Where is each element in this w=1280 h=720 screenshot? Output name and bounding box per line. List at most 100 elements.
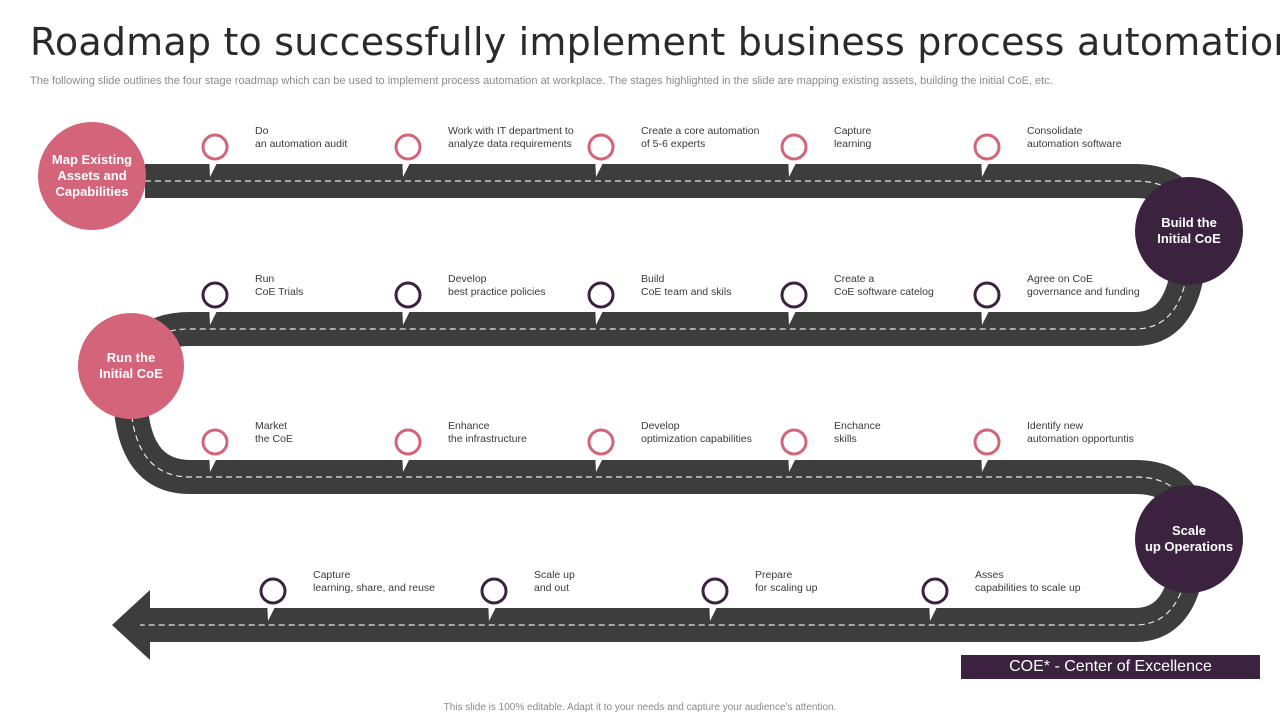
marker-pointer	[402, 303, 414, 325]
step-label-line1: Identify new	[1027, 420, 1084, 432]
step-label-line2: CoE team and skils	[641, 286, 732, 298]
step-label-line2: the infrastructure	[448, 433, 527, 445]
step-marker-pin	[394, 133, 422, 177]
stage-label-line: Capabilities	[55, 184, 129, 199]
step-label-line1: Prepare	[755, 569, 793, 581]
step-marker-pin	[587, 428, 615, 472]
marker-pointer	[981, 303, 993, 325]
step-marker-pin	[394, 281, 422, 325]
marker-pointer	[209, 450, 221, 472]
marker-pointer	[402, 450, 414, 472]
step-marker-pin	[480, 577, 508, 621]
marker-ring	[701, 577, 729, 605]
marker-ring	[780, 281, 808, 309]
marker-pointer	[709, 599, 721, 621]
marker-ring	[259, 577, 287, 605]
step-label-line2: analyze data requirements	[448, 138, 572, 150]
marker-pointer	[595, 303, 607, 325]
step-marker-pin	[921, 577, 949, 621]
marker-ring	[921, 577, 949, 605]
marker-pointer	[981, 450, 993, 472]
marker-pointer	[488, 599, 500, 621]
stage-label-line: Map Existing	[51, 152, 133, 167]
stage-label-line: Initial CoE	[1157, 231, 1221, 246]
step-marker-pin	[201, 428, 229, 472]
marker-ring	[394, 281, 422, 309]
step-label-line1: Market	[255, 420, 288, 432]
step-label-line1: Run	[255, 273, 275, 285]
marker-pointer	[267, 599, 279, 621]
step-label-line1: Scale up	[534, 569, 575, 581]
step-label-line1: Develop	[641, 420, 680, 432]
step-label-line1: Build	[641, 273, 665, 285]
marker-ring	[973, 281, 1001, 309]
step-label-line1: Create a core automation	[641, 125, 760, 137]
step-label-line1: Capture	[313, 569, 351, 581]
marker-ring	[587, 281, 615, 309]
step-label-line2: governance and funding	[1027, 286, 1140, 298]
step-marker-pin	[201, 281, 229, 325]
step-label-line2: an automation audit	[255, 138, 348, 150]
marker-ring	[780, 428, 808, 456]
step-label-line2: CoE software catelog	[834, 286, 934, 298]
page-title: Roadmap to successfully implement busine…	[30, 20, 1280, 64]
road-dashed-centerline	[129, 180, 1191, 626]
step-label-line2: and out	[534, 582, 570, 594]
road-segment	[113, 164, 1207, 642]
marker-pointer	[595, 155, 607, 177]
step-label-line1: Work with IT department to	[448, 125, 574, 137]
step-label-line1: Agree on CoE	[1027, 273, 1093, 285]
marker-pointer	[595, 450, 607, 472]
step-marker-pin	[973, 281, 1001, 325]
step-marker-pin	[780, 133, 808, 177]
stage-label-line: Initial CoE	[99, 366, 163, 381]
step-label-line2: the CoE	[255, 433, 293, 445]
coe-legend: COE* - Center of Excellence	[961, 655, 1260, 679]
step-label-line1: Asses	[975, 569, 1004, 581]
marker-pointer	[209, 303, 221, 325]
stage-label-line: Assets and	[57, 168, 127, 183]
step-label-line2: CoE Trials	[255, 286, 304, 298]
step-marker-pin	[587, 281, 615, 325]
marker-ring	[394, 133, 422, 161]
step-label-line2: of 5-6 experts	[641, 138, 706, 150]
step-label-line1: Do	[255, 125, 269, 137]
marker-pointer	[788, 155, 800, 177]
step-label-line2: skills	[834, 433, 857, 445]
marker-ring	[480, 577, 508, 605]
step-label-line1: Enhance	[448, 420, 490, 432]
marker-pointer	[402, 155, 414, 177]
marker-ring	[973, 428, 1001, 456]
marker-ring	[973, 133, 1001, 161]
step-label-line1: Consolidate	[1027, 125, 1083, 137]
step-label-line2: capabilities to scale up	[975, 582, 1081, 594]
marker-pointer	[788, 303, 800, 325]
step-marker-pin	[780, 428, 808, 472]
marker-pointer	[981, 155, 993, 177]
marker-pointer	[929, 599, 941, 621]
step-label-line2: optimization capabilities	[641, 433, 752, 445]
step-marker-pin	[973, 428, 1001, 472]
step-label-line2: learning, share, and reuse	[313, 582, 435, 594]
marker-ring	[394, 428, 422, 456]
